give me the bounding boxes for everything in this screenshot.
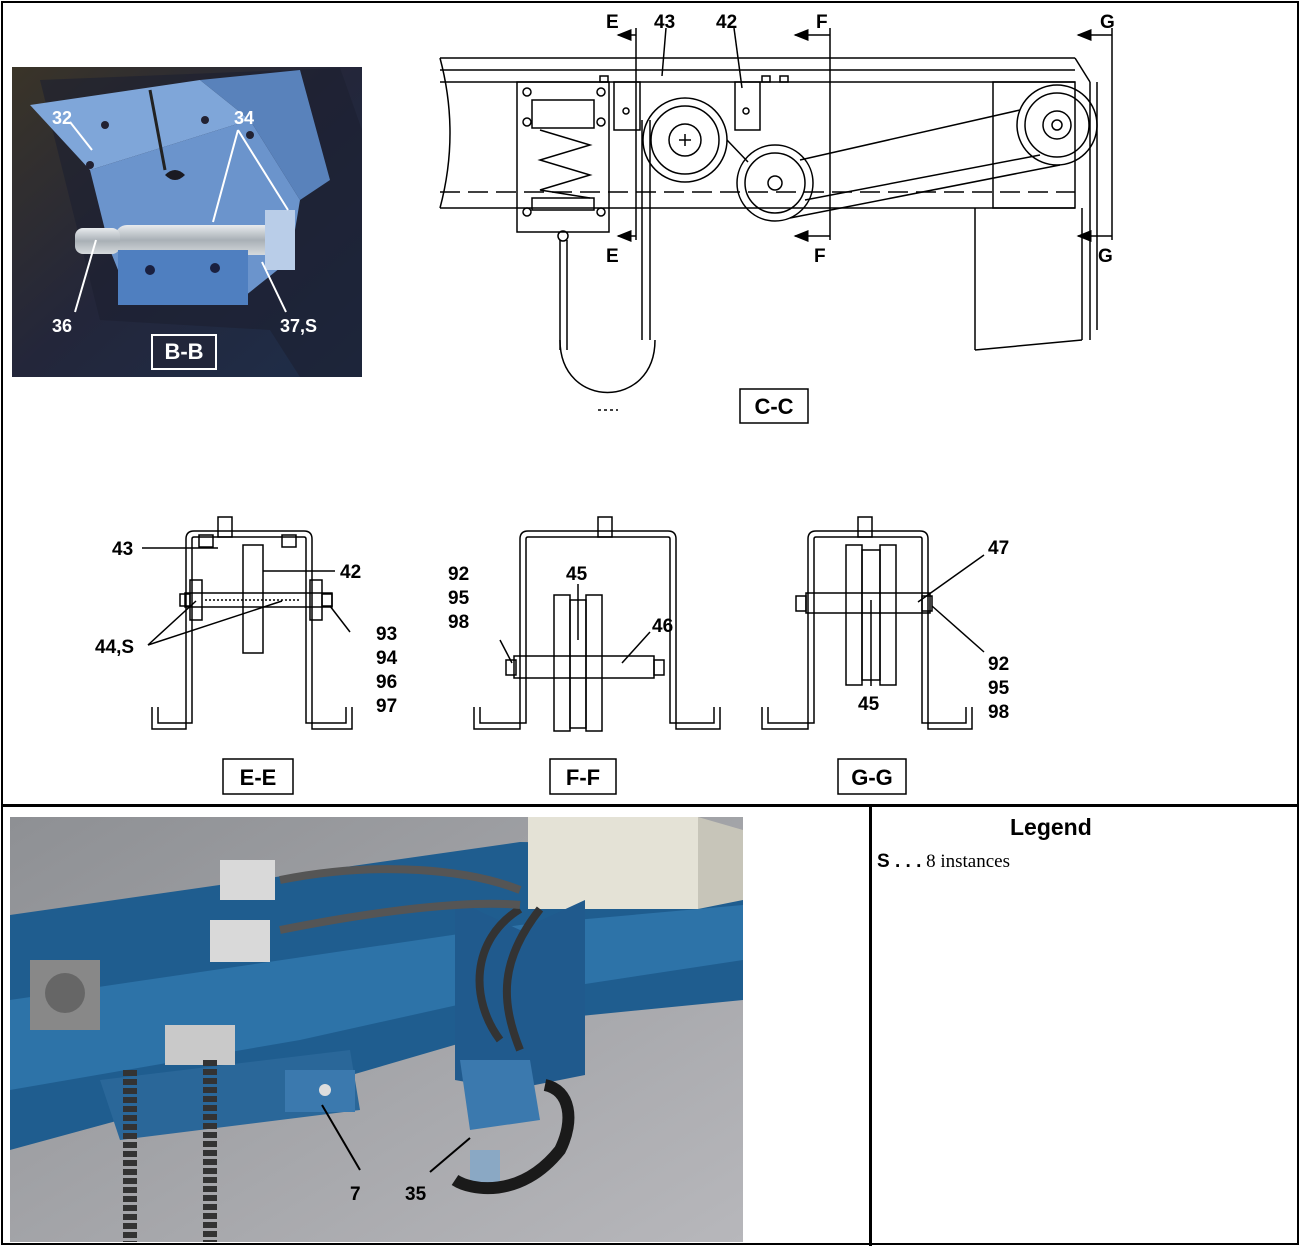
frame-divider-vertical	[869, 805, 872, 1246]
callout-96: 96	[376, 672, 397, 693]
callout-42: 42	[716, 12, 737, 33]
callout-32: 32	[52, 108, 72, 128]
section-cc-labels: E 43 42 F G E F G	[606, 12, 1115, 267]
callout-36: 36	[52, 316, 72, 336]
section-ee-labels: 43 42 44,S 93 94 96 97	[95, 539, 398, 717]
photo-bb-callouts: 32 34 36 37,S	[52, 108, 317, 336]
callout-37s: 37,S	[280, 316, 317, 336]
section-label-gg: G-G	[837, 758, 907, 795]
cut-label-f-bottom: F	[814, 246, 826, 267]
cut-label-g-bottom: G	[1098, 246, 1113, 267]
callout-43-ee: 43	[112, 539, 133, 560]
cut-label-f-top: F	[816, 12, 828, 33]
section-gg-drawing	[761, 516, 985, 730]
callout-45-ff: 45	[566, 564, 588, 585]
callout-45-gg: 45	[858, 694, 880, 715]
section-cc-drawing	[439, 57, 1098, 411]
photo-bottom	[10, 817, 743, 1242]
callout-94: 94	[376, 648, 398, 669]
callout-47: 47	[988, 538, 1009, 559]
callout-92-ff: 92	[448, 564, 469, 585]
callout-44s: 44,S	[95, 637, 134, 658]
callout-93: 93	[376, 624, 397, 645]
cut-label-g-top: G	[1100, 12, 1115, 33]
legend-key: S . . .	[877, 851, 922, 872]
section-label-ff: F-F	[549, 758, 617, 795]
callout-42-ee: 42	[340, 562, 361, 583]
callout-43: 43	[654, 12, 675, 33]
section-label-ee: E-E	[222, 758, 294, 795]
svg-text:B-B: B-B	[164, 339, 203, 364]
legend-text: 8 instances	[926, 851, 1011, 872]
callout-98-ff: 98	[448, 612, 469, 633]
callout-98-gg: 98	[988, 702, 1009, 723]
cut-label-e-bottom: E	[606, 246, 619, 267]
callout-95-gg: 95	[988, 678, 1010, 699]
callout-97: 97	[376, 696, 397, 717]
svg-text:C-C: C-C	[754, 394, 793, 419]
callout-34: 34	[234, 108, 254, 128]
svg-text:G-G: G-G	[851, 765, 893, 790]
section-ff-drawing	[473, 516, 721, 732]
photo-bottom-callouts: 7 35	[321, 1104, 471, 1205]
legend-item: S . . . 8 instances	[877, 851, 1010, 873]
svg-text:E-E: E-E	[240, 765, 277, 790]
frame-divider-horizontal	[1, 804, 1299, 807]
section-gg-labels: 47 45 92 95 98	[858, 538, 1010, 723]
section-label-cc: C-C	[739, 388, 809, 424]
callout-46: 46	[652, 616, 673, 637]
callout-35: 35	[405, 1184, 427, 1205]
cut-label-e-top: E	[606, 12, 619, 33]
photo-bb	[12, 67, 362, 377]
section-label-bb: B-B	[151, 334, 217, 370]
callout-7: 7	[350, 1184, 361, 1205]
section-ee-drawing	[142, 516, 353, 730]
section-ff-labels: 92 95 98 45 46	[448, 564, 673, 637]
callout-95-ff: 95	[448, 588, 470, 609]
section-cc-cut-arrows	[616, 27, 1113, 242]
callout-92-gg: 92	[988, 654, 1009, 675]
legend-title: Legend	[1010, 814, 1092, 840]
svg-text:F-F: F-F	[566, 765, 600, 790]
